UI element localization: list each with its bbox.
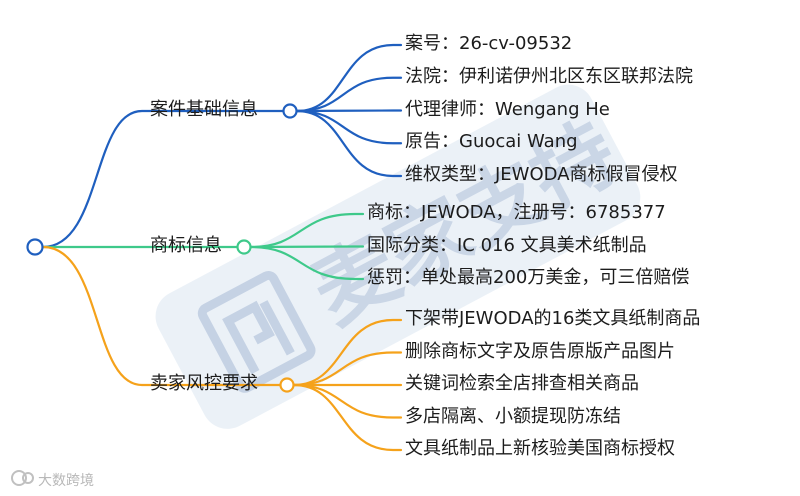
branch-node-circle[interactable]: [279, 377, 295, 393]
leaf-label[interactable]: 国际分类：IC 016 文具美术纸制品: [367, 234, 647, 256]
leaf-connector: [295, 43, 403, 113]
leaf-connector: [295, 109, 403, 113]
branch-node-circle[interactable]: [236, 239, 252, 255]
branch-connector: [41, 245, 282, 387]
branch-label[interactable]: 商标信息: [150, 235, 222, 256]
footer-logo-icon: [11, 470, 34, 486]
watermark-logo-icon: [197, 270, 316, 393]
leaf-connector: [292, 318, 403, 387]
leaf-label[interactable]: 原告：Guocai Wang: [405, 131, 578, 153]
leaf-label[interactable]: 法院：伊利诺伊州北区东区联邦法院: [405, 65, 693, 87]
leaf-connector: [292, 383, 403, 452]
footer-watermark-text: 大数跨境: [38, 473, 94, 489]
watermark-banner: [155, 84, 641, 429]
leaf-label[interactable]: 惩罚：单处最高200万美金，可三倍赔偿: [367, 267, 690, 288]
leaf-connector: [292, 383, 403, 419]
branch-label[interactable]: 案件基础信息: [150, 99, 258, 120]
leaf-label[interactable]: 文具纸制品上新核验美国商标授权: [405, 438, 675, 459]
leaf-connector: [249, 245, 365, 281]
leaf-label[interactable]: 下架带JEWODA的16类文具纸制商品: [405, 308, 701, 329]
leaf-label[interactable]: 商标：JEWODA，注册号：6785377: [367, 202, 666, 223]
branch-connector: [41, 109, 285, 249]
leaf-label[interactable]: 维权类型：JEWODA商标假冒侵权: [405, 164, 678, 185]
branch-node-circle[interactable]: [282, 103, 298, 119]
leaf-connector: [295, 76, 403, 113]
leaf-connector: [295, 109, 403, 178]
leaf-label[interactable]: 多店隔离、小额提现防冻结: [405, 405, 621, 427]
leaf-connector: [292, 351, 403, 387]
leaf-label[interactable]: 关键词检索全店排查相关商品: [405, 373, 639, 394]
leaf-label[interactable]: 案号：26-cv-09532: [405, 33, 573, 54]
leaf-connector: [249, 245, 365, 249]
leaf-label[interactable]: 代理律师：Wengang He: [405, 98, 610, 120]
root-node-circle[interactable]: [26, 238, 44, 256]
leaf-label[interactable]: 删除商标文字及原告原版产品图片: [405, 340, 675, 362]
leaf-connector: [249, 212, 365, 249]
leaf-connector: [295, 109, 403, 145]
branch-label[interactable]: 卖家风控要求: [150, 373, 258, 394]
